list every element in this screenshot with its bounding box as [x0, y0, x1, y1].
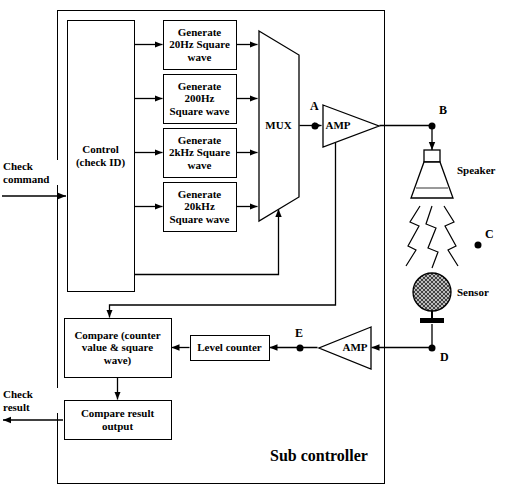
- signal-name: Check result: [2, 388, 62, 413]
- signal-line: [135, 44, 163, 45]
- text-block: Compare result output: [68, 407, 168, 432]
- signal-line: [237, 152, 258, 153]
- test-point-label: E: [294, 327, 304, 341]
- text-block: Generate 200Hz Square wave: [167, 80, 233, 118]
- signal-line: [172, 347, 190, 348]
- signal-line: [237, 44, 258, 45]
- node-text: Control (check ID): [71, 143, 131, 168]
- signal-line: [380, 126, 433, 151]
- generator-box: Generate 200Hz Square wave: [163, 74, 237, 124]
- generator-box: Generate 20kHz Square wave: [163, 182, 237, 232]
- node-text: Level counter: [197, 341, 261, 354]
- generator-box: Generate 2kHz Square wave: [163, 128, 237, 178]
- node-text: Generate 200Hz Square wave: [167, 80, 233, 118]
- speaker-symbol: Speaker: [410, 150, 454, 200]
- sensor-symbol: Sensor: [410, 272, 454, 324]
- signal-line: [135, 98, 163, 99]
- text-block: Sensor: [457, 286, 489, 299]
- text-block: Compare (counter value & square wave): [68, 329, 168, 367]
- node-text: Generate 2kHz Square wave: [167, 134, 233, 172]
- text-block: Level counter: [197, 341, 261, 354]
- signal-name: Check command: [2, 160, 62, 185]
- compare-box: Compare (counter value & square wave): [64, 318, 172, 378]
- text-block: Sub controller: [264, 447, 374, 465]
- test-point-label: A: [309, 100, 320, 114]
- test-point-label: B: [438, 104, 448, 118]
- output-box: Compare result output: [64, 400, 172, 440]
- text-block: MUX: [265, 119, 291, 132]
- text-block: Speaker: [457, 164, 496, 177]
- counter-box: Level counter: [190, 335, 270, 361]
- signal-line: [237, 98, 258, 99]
- test-point-label: C: [484, 228, 495, 242]
- text-block: Generate 2kHz Square wave: [167, 134, 233, 172]
- mux-symbol: MUX: [258, 30, 300, 222]
- sound-waves: [406, 206, 458, 268]
- node-text: Speaker: [457, 164, 496, 177]
- signal-line: [372, 324, 433, 348]
- controller-housing: Sub controller Control (check ID) Generate…: [57, 10, 385, 484]
- text-block: AMP: [326, 119, 351, 132]
- sensor-symbol-outline: [410, 272, 454, 324]
- signal-line: [135, 152, 163, 153]
- node-text: Sensor: [457, 286, 489, 299]
- test-point-label: D: [439, 351, 450, 365]
- node-text: AMP: [326, 119, 351, 132]
- node-text: Compare result output: [68, 407, 168, 432]
- signal-line: [270, 347, 318, 348]
- output-arrow: [3, 419, 63, 420]
- text-block: Generate 20kHz Square wave: [167, 188, 233, 226]
- text-block: Control (check ID): [71, 143, 131, 168]
- control-box: Control (check ID): [67, 20, 135, 292]
- amplifier-symbol: AMP: [318, 326, 372, 370]
- text-block: Generate 20Hz Square wave: [167, 26, 233, 64]
- node-text: Generate 20kHz Square wave: [167, 188, 233, 226]
- node-text: Sub controller: [264, 447, 374, 465]
- node-text: Compare (counter value & square wave): [68, 329, 168, 367]
- node-text: AMP: [342, 341, 367, 354]
- text-block: AMP: [342, 341, 367, 354]
- amplifier-symbol: AMP: [322, 104, 380, 148]
- signal-line: [237, 206, 258, 207]
- test-points: [297, 123, 482, 352]
- node-text: Generate 20Hz Square wave: [167, 26, 233, 64]
- signal-line: [135, 206, 163, 207]
- speaker-symbol-outline: [410, 150, 454, 200]
- signal-line: [300, 125, 322, 126]
- generator-box: Generate 20Hz Square wave: [163, 20, 237, 70]
- node-text: MUX: [265, 119, 291, 132]
- signal-line: [117, 378, 118, 400]
